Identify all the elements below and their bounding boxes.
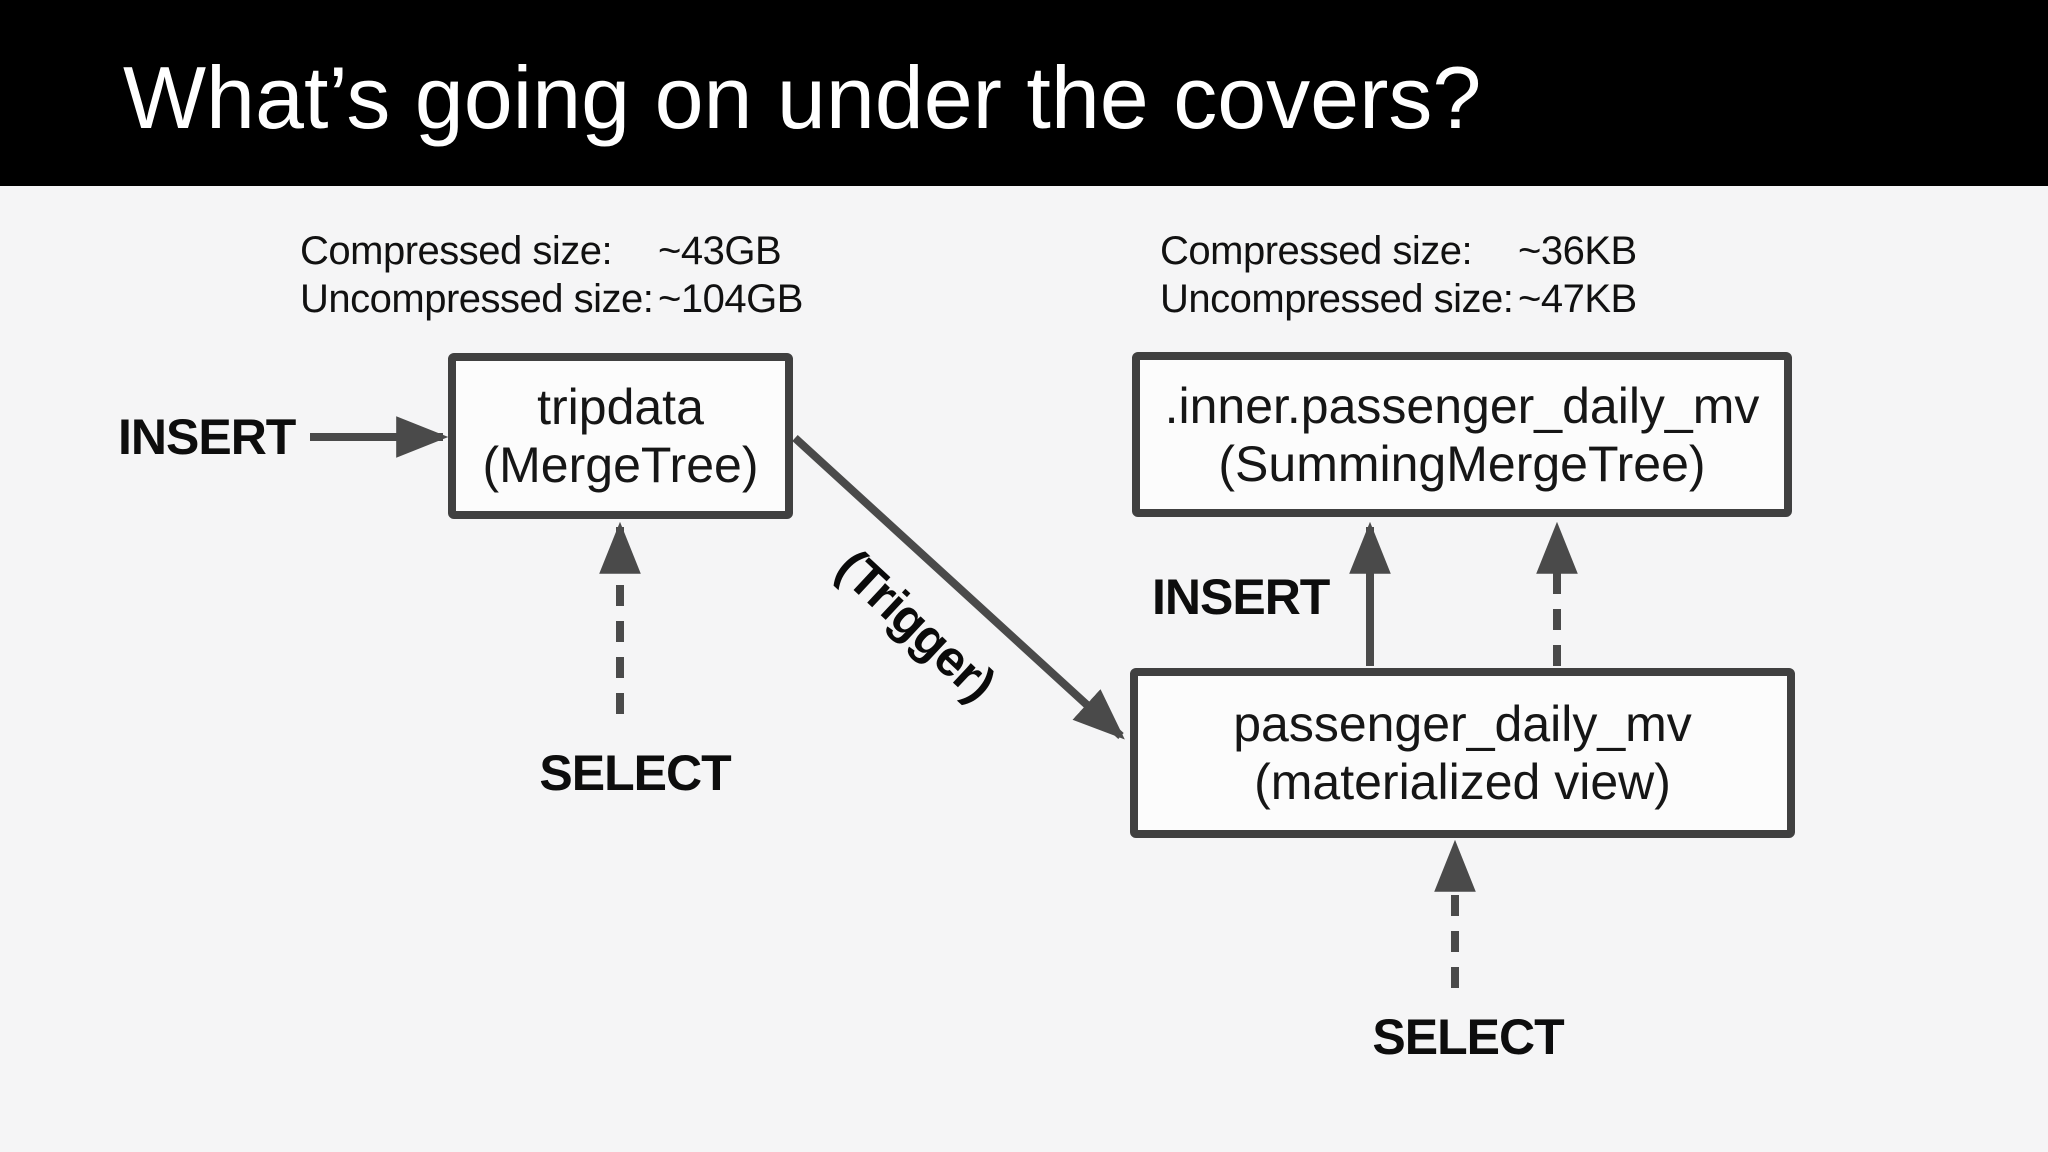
select-label-bottom: SELECT xyxy=(1372,1009,1564,1065)
node-subtitle: (materialized view) xyxy=(1254,754,1671,810)
stats-row: Compressed size: ~43GB xyxy=(300,227,782,275)
stats-value: ~47KB xyxy=(1518,277,1637,321)
stats-row: Uncompressed size: ~104GB xyxy=(300,275,803,323)
title-bar: What’s going on under the covers? xyxy=(0,0,2048,186)
stats-row: Compressed size: ~36KB xyxy=(1160,227,1637,275)
stats-label: Uncompressed size: xyxy=(300,277,654,321)
stats-label: Compressed size: xyxy=(1160,229,1473,273)
node-title: passenger_daily_mv xyxy=(1233,696,1692,752)
select-label-left: SELECT xyxy=(539,745,731,801)
stats-value: ~36KB xyxy=(1518,229,1637,273)
node-title: .inner.passenger_daily_mv xyxy=(1164,377,1760,434)
insert-label-left: INSERT xyxy=(118,409,296,465)
node-tripdata: tripdata (MergeTree) xyxy=(448,353,793,519)
stats-block-tripdata: Compressed size: ~43GB Uncompressed size… xyxy=(300,227,803,323)
page-title: What’s going on under the covers? xyxy=(123,48,1482,147)
stats-block-inner-mv: Compressed size: ~36KB Uncompressed size… xyxy=(1160,227,1637,323)
stats-value: ~104GB xyxy=(658,277,803,321)
stats-label: Compressed size: xyxy=(300,229,613,273)
stats-value: ~43GB xyxy=(658,229,782,273)
node-subtitle: (MergeTree) xyxy=(482,437,759,493)
stats-label: Uncompressed size: xyxy=(1160,277,1514,321)
node-subtitle: (SummingMergeTree) xyxy=(1218,435,1706,492)
node-inner-passenger-daily-mv: .inner.passenger_daily_mv (SummingMergeT… xyxy=(1132,352,1792,517)
insert-label-right: INSERT xyxy=(1152,569,1330,625)
trigger-label: (Trigger) xyxy=(826,538,1006,712)
node-passenger-daily-mv: passenger_daily_mv (materialized view) xyxy=(1130,668,1795,838)
stats-row: Uncompressed size: ~47KB xyxy=(1160,275,1637,323)
node-title: tripdata xyxy=(537,379,704,435)
